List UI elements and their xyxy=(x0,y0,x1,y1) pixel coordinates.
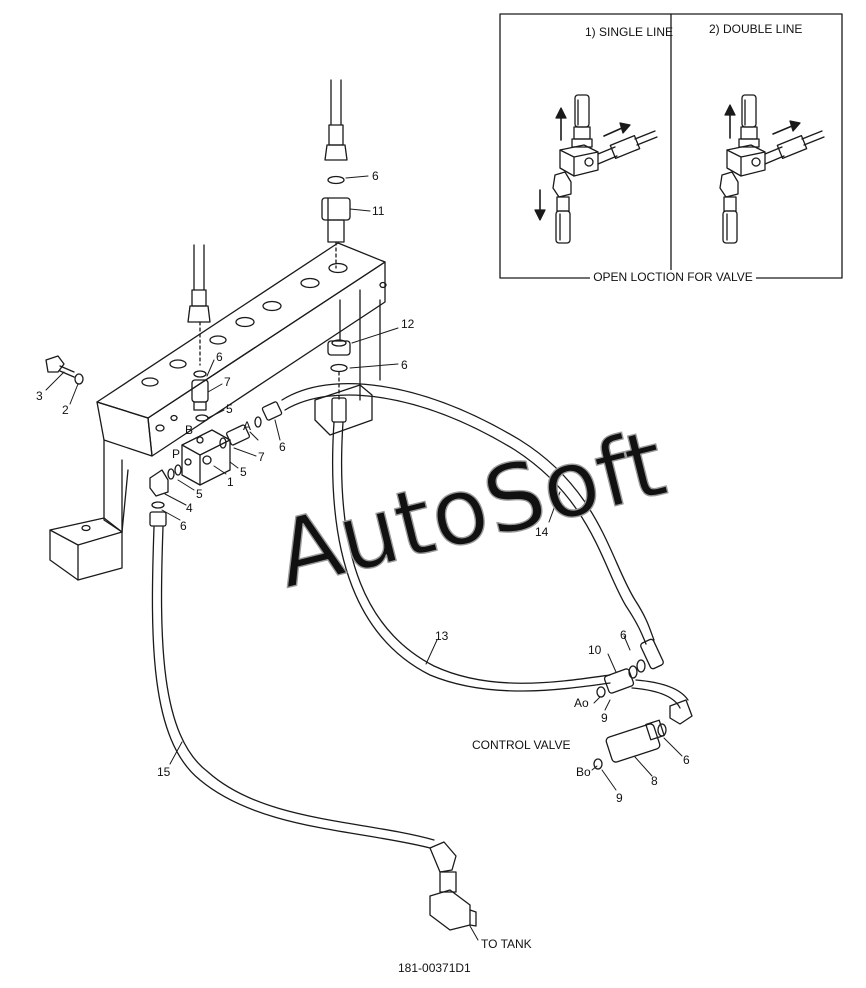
part-number-2: 2 xyxy=(62,403,69,417)
port-label-a: A xyxy=(243,419,251,433)
left-hose-assembly xyxy=(187,244,211,366)
leader-lines xyxy=(45,175,683,941)
tank-tee-fitting xyxy=(429,871,477,931)
part-number-4: 4 xyxy=(186,501,193,515)
part-number-5: 5 xyxy=(196,487,203,501)
part-number-6: 6 xyxy=(401,358,408,372)
part-number-6: 6 xyxy=(279,440,286,454)
part-number-14: 14 xyxy=(535,525,549,539)
mounting-bracket xyxy=(49,242,387,581)
part-number-1: 1 xyxy=(227,475,234,489)
control-valve-fittings xyxy=(593,638,693,770)
part-number-11: 11 xyxy=(372,204,385,218)
single-line-valve-illustration xyxy=(534,94,658,244)
part-number-12: 12 xyxy=(401,317,415,331)
inset-valve-location: 1) SINGLE LINE 2) DOUBLE LINE OPEN LOCTI… xyxy=(499,13,843,286)
part-number-7: 7 xyxy=(224,375,231,389)
double-line-title: 2) DOUBLE LINE xyxy=(709,22,802,36)
to-tank-label: TO TANK xyxy=(481,937,532,951)
part-number-13: 13 xyxy=(435,629,449,643)
port-label-b: B xyxy=(185,423,193,437)
part-number-6: 6 xyxy=(372,169,379,183)
control-valve-label: CONTROL VALVE xyxy=(472,738,570,752)
inset-caption: OPEN LOCTION FOR VALVE xyxy=(593,270,753,284)
port-label-p: P xyxy=(172,447,180,461)
double-line-valve-illustration xyxy=(719,94,825,244)
part-number-15: 15 xyxy=(157,765,171,779)
part-number-8: 8 xyxy=(651,774,658,788)
single-line-title: 1) SINGLE LINE xyxy=(585,25,673,39)
port-labels: B A P Ao Bo xyxy=(172,419,591,779)
hose-14 xyxy=(281,382,655,645)
part-number-labels: 6 11 12 6 6 7 5 7 6 5 1 5 4 6 3 2 14 13 … xyxy=(36,169,690,805)
part-number-10: 10 xyxy=(588,643,602,657)
part-number-6: 6 xyxy=(216,350,223,364)
drawing-number: 181-00371D1 xyxy=(398,961,471,975)
top-hose-assembly xyxy=(321,79,351,269)
part-number-9: 9 xyxy=(616,791,623,805)
port-label-bo: Bo xyxy=(576,765,591,779)
part-number-5: 5 xyxy=(226,402,233,416)
part-number-6: 6 xyxy=(620,628,627,642)
part-number-7: 7 xyxy=(258,450,265,464)
part-number-5: 5 xyxy=(240,465,247,479)
part-number-9: 9 xyxy=(601,711,608,725)
valve-block-assembly xyxy=(45,339,351,527)
watermark: AutoSoft xyxy=(266,410,675,609)
part-number-6: 6 xyxy=(683,753,690,767)
port-label-ao: Ao xyxy=(574,696,589,710)
part-number-6: 6 xyxy=(180,519,187,533)
hose-13 xyxy=(331,421,611,692)
part-number-3: 3 xyxy=(36,389,43,403)
hose-15 xyxy=(151,526,457,873)
